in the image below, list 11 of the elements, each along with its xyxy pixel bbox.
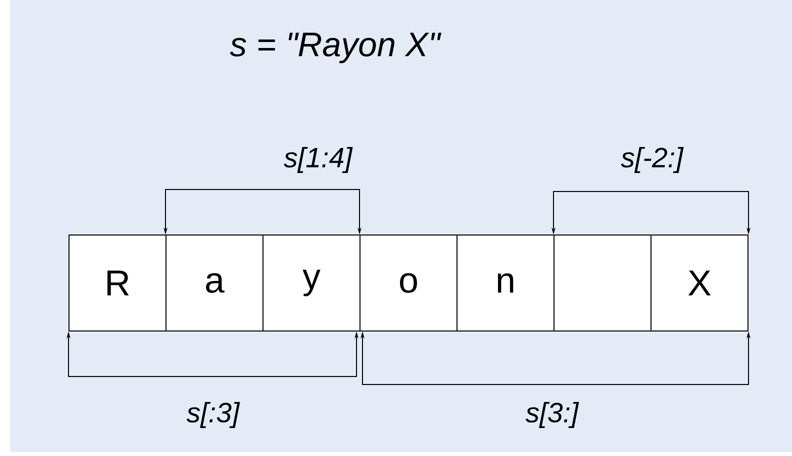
letter-cell: o [360,234,458,332]
letter-cell: X [650,234,748,332]
letter-cell: y [262,234,360,332]
title: s = "Rayon X" [230,32,442,64]
letter-cell: R [68,234,166,332]
letter-cell: n [456,234,554,332]
edge-label: s[3:] [526,402,579,428]
edge-label: s[1:4] [284,146,353,174]
edge-label: s[:3] [186,402,240,428]
edge-label: s[-2:] [620,146,684,174]
letter-cell: a [166,234,264,332]
